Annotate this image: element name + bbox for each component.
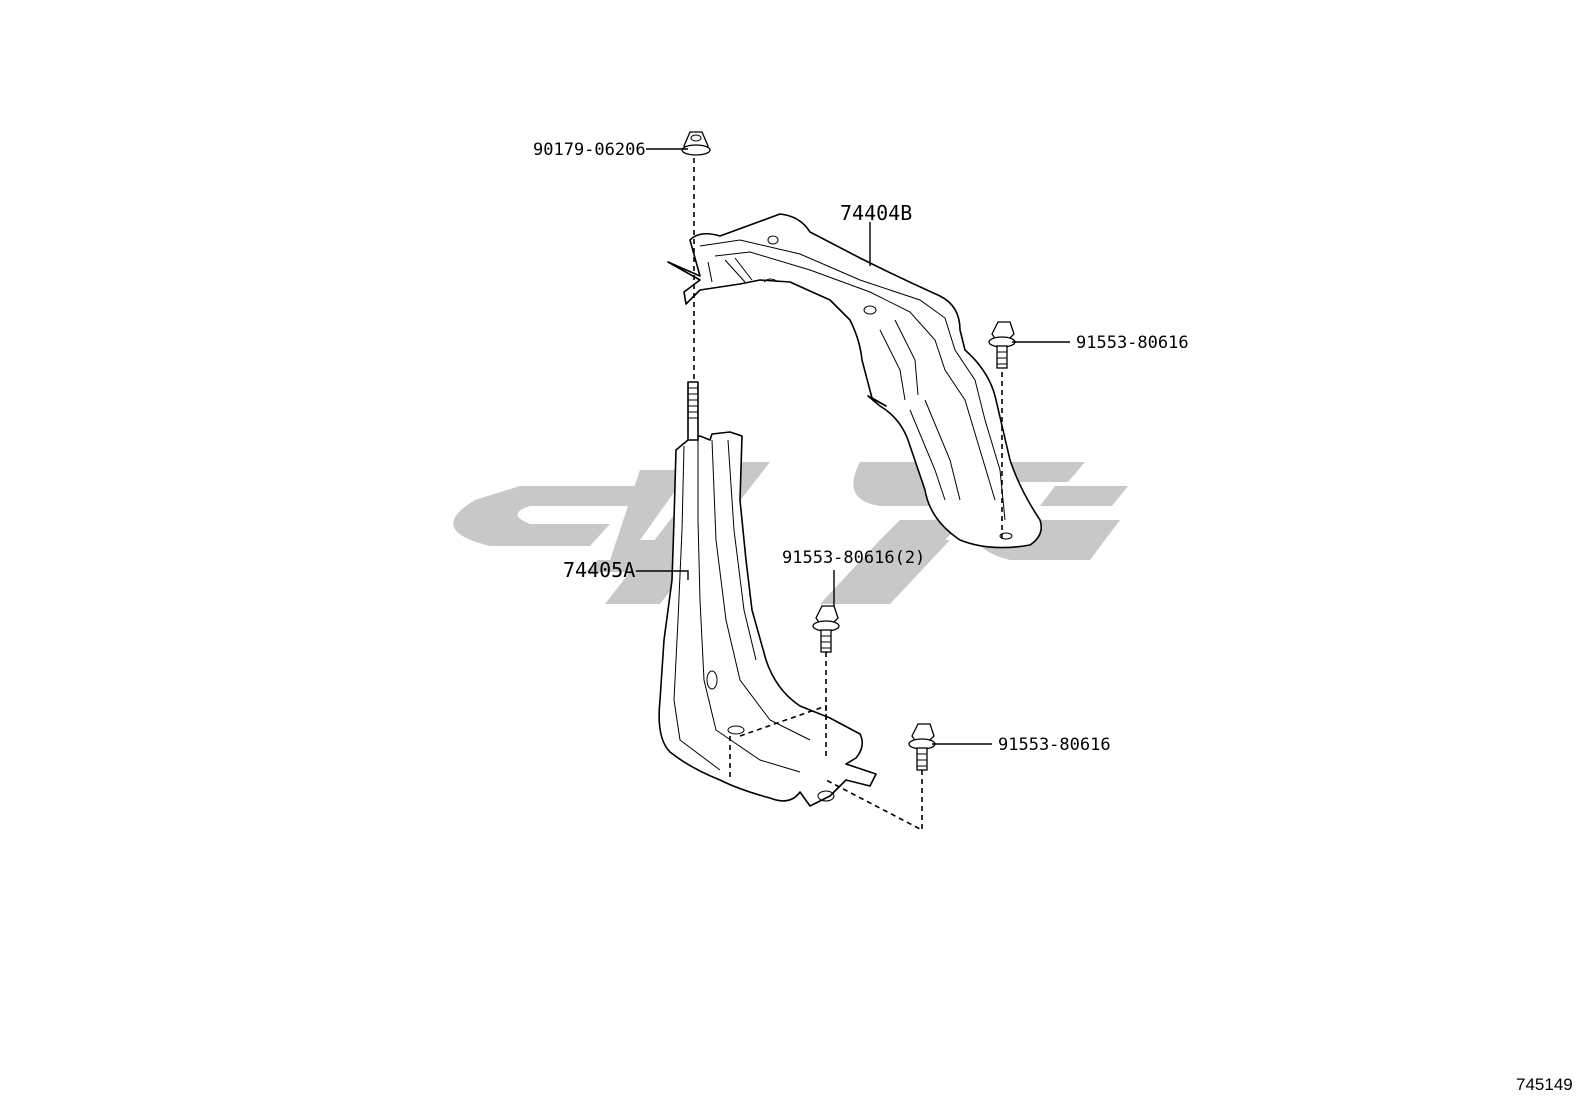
bolt-center-91553-80616 bbox=[812, 605, 840, 653]
stud-bolt bbox=[687, 381, 699, 441]
callout-nut-top: 90179-06206 bbox=[533, 140, 646, 160]
lower-bracket-74405a bbox=[658, 381, 877, 807]
callout-bolt-right: 91553-80616 bbox=[1076, 333, 1189, 353]
callout-bracket-lower: 74405A bbox=[563, 558, 635, 582]
callout-bolt-center: 91553-80616(2) bbox=[782, 548, 925, 568]
nut-90179-06206 bbox=[681, 131, 711, 156]
assembly-lines bbox=[693, 158, 1003, 832]
bolt-right-91553-80616 bbox=[988, 321, 1016, 369]
diagram-id: 745149 bbox=[1516, 1075, 1573, 1094]
callout-bolt-bottom: 91553-80616 bbox=[998, 735, 1111, 755]
upper-bracket-74404b bbox=[667, 213, 1043, 549]
leader-lines bbox=[636, 148, 1070, 745]
bolt-bottom-91553-80616 bbox=[908, 723, 936, 771]
callout-bracket-upper: 74404B bbox=[840, 201, 912, 225]
